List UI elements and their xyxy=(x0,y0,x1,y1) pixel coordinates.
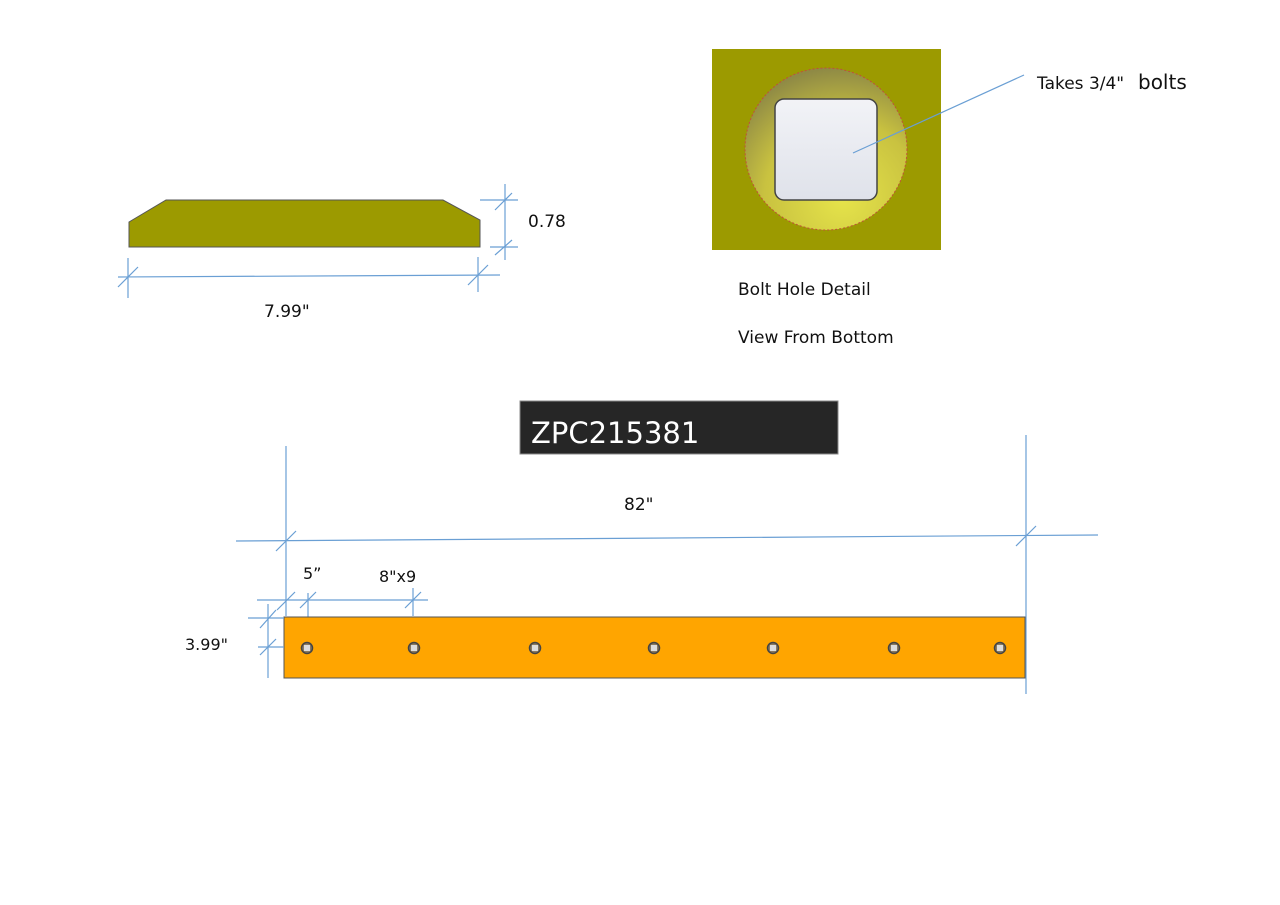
bolt-callout-suffix: bolts xyxy=(1138,70,1187,94)
bolt-detail-subtitle: View From Bottom xyxy=(738,328,894,348)
part-number-label: ZPC215381 xyxy=(519,400,839,455)
bolt-callout: Takes 3/4" xyxy=(1036,74,1124,94)
side-width-label: 7.99" xyxy=(264,302,310,322)
hole-spacing-label: 8"x9 xyxy=(379,567,416,586)
edge-offset-label: 5” xyxy=(303,564,321,583)
height-label: 3.99" xyxy=(185,635,228,654)
square-hole-center xyxy=(891,645,897,651)
length-label: 82" xyxy=(624,495,653,515)
square-hole-center xyxy=(651,645,657,651)
side-profile-view: 7.99" 0.78 xyxy=(117,184,566,322)
square-hole-center xyxy=(770,645,776,651)
square-hole-center xyxy=(997,645,1003,651)
square-bolt-hole xyxy=(774,98,878,201)
part-number: ZPC215381 xyxy=(531,416,699,450)
square-hole-center xyxy=(411,645,417,651)
bolt-detail-title: Bolt Hole Detail xyxy=(738,280,871,300)
top-view: 82" 5” 8"x9 3.99" xyxy=(185,435,1099,694)
square-hole-center xyxy=(532,645,538,651)
bolt-holes xyxy=(300,641,1007,655)
square-hole-center xyxy=(304,645,310,651)
bolt-hole-detail: Takes 3/4" bolts Bolt Hole Detail View F… xyxy=(712,49,1187,348)
blade-profile xyxy=(128,199,481,248)
side-height-label: 0.78 xyxy=(528,212,566,232)
